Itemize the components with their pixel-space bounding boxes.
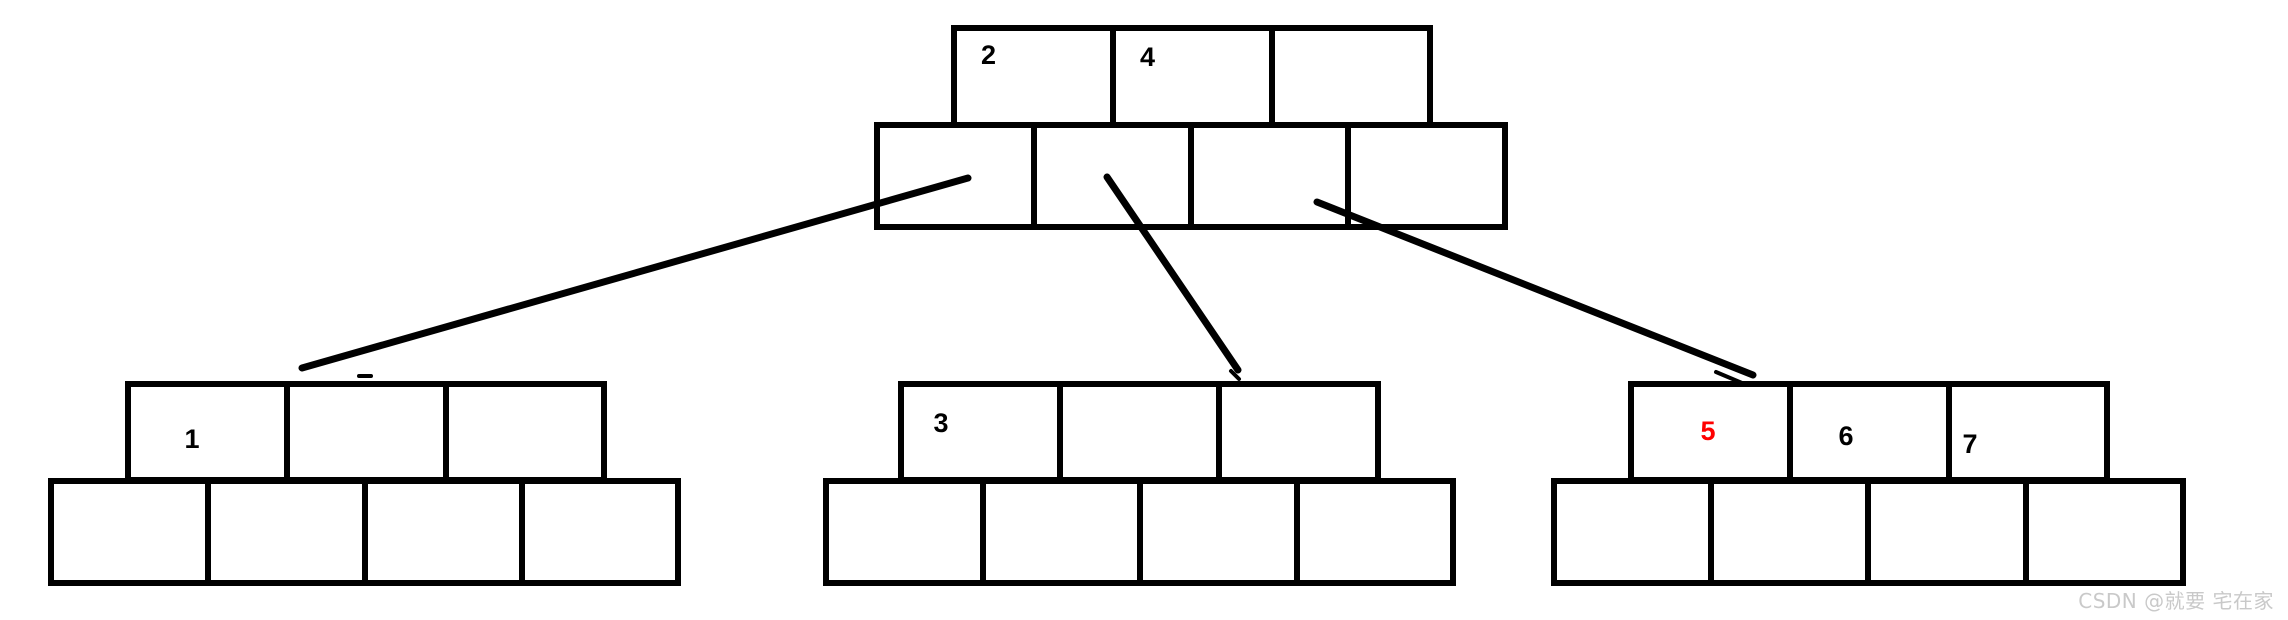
connector-root-to-left (298, 174, 972, 372)
middle-key-cell-2[interactable] (1216, 381, 1381, 483)
right-node-key-row: 5 6 7 (1628, 381, 2110, 483)
root-pointer-cell-2[interactable] (1188, 122, 1351, 230)
middle-pointer-cell-3[interactable] (1294, 478, 1456, 586)
middle-key-label-0: 3 (933, 408, 948, 438)
left-node-key-row: 1 (125, 381, 607, 483)
csdn-watermark: CSDN @就要 宅在家 (2078, 589, 2274, 613)
root-key-cell-0[interactable] (951, 25, 1116, 128)
left-key-cell-0[interactable] (125, 381, 290, 483)
root-key-label-0: 2 (981, 40, 996, 70)
root-pointer-cell-0[interactable] (874, 122, 1037, 230)
right-key-cell-1[interactable] (1787, 381, 1952, 483)
right-pointer-cell-3[interactable] (2023, 478, 2186, 586)
root-key-label-1: 4 (1140, 42, 1155, 72)
left-pointer-cell-1[interactable] (205, 478, 368, 586)
middle-pointer-cell-2[interactable] (1137, 478, 1300, 586)
right-pointer-cell-1[interactable] (1708, 478, 1871, 586)
stray-mark-middle-icon (1229, 369, 1241, 381)
root-node-pointer-row (874, 122, 1508, 230)
root-key-cell-1[interactable] (1110, 25, 1275, 128)
middle-pointer-cell-1[interactable] (980, 478, 1143, 586)
right-node-pointer-row (1551, 478, 2186, 586)
left-key-cell-2[interactable] (443, 381, 607, 483)
left-key-cell-1[interactable] (284, 381, 449, 483)
root-key-cell-2[interactable] (1269, 25, 1433, 128)
right-key-label-2: 7 (1962, 429, 1977, 459)
right-key-label-0: 5 (1700, 416, 1715, 446)
middle-key-cell-1[interactable] (1057, 381, 1222, 483)
connector-root-to-middle (1103, 173, 1242, 374)
right-key-cell-0[interactable] (1628, 381, 1793, 483)
middle-node-pointer-row (823, 478, 1456, 586)
right-pointer-cell-0[interactable] (1551, 478, 1714, 586)
connector-root-to-right (1313, 198, 1757, 379)
connector-group (298, 173, 1757, 379)
leaf-node-left[interactable]: 1 (48, 381, 681, 586)
left-pointer-cell-3[interactable] (519, 478, 681, 586)
left-node-pointer-row (48, 478, 681, 586)
middle-key-cell-0[interactable] (898, 381, 1063, 483)
left-pointer-cell-2[interactable] (362, 478, 525, 586)
root-pointer-cell-3[interactable] (1345, 122, 1508, 230)
right-pointer-cell-2[interactable] (1865, 478, 2029, 586)
leaf-node-middle[interactable]: 3 (823, 381, 1456, 586)
middle-pointer-cell-0[interactable] (823, 478, 986, 586)
right-key-cell-2[interactable] (1946, 381, 2110, 483)
right-key-label-1: 6 (1838, 421, 1853, 451)
leaf-node-right[interactable]: 5 6 7 (1551, 381, 2186, 586)
left-key-label-0: 1 (184, 424, 199, 454)
root-node[interactable]: 2 4 (874, 25, 1508, 230)
root-pointer-cell-1[interactable] (1031, 122, 1194, 230)
root-node-key-row: 2 4 (951, 25, 1433, 128)
middle-node-key-row: 3 (898, 381, 1381, 483)
left-pointer-cell-0[interactable] (48, 478, 211, 586)
